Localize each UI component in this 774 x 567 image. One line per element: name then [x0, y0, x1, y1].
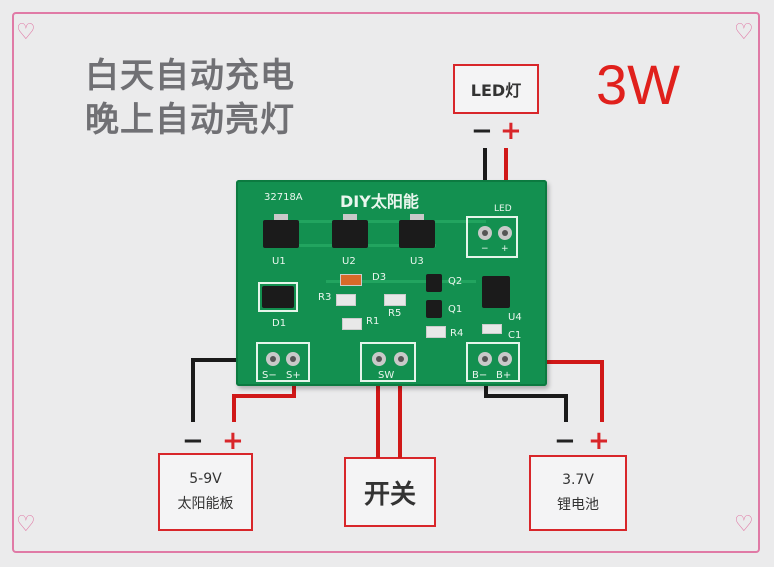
pink-frame — [12, 12, 760, 553]
q1-label: Q1 — [448, 304, 463, 315]
transistor-q1 — [426, 300, 442, 318]
r1-label: R1 — [366, 316, 380, 327]
s-plus-label: S+ — [286, 370, 301, 381]
switch-wire-right — [398, 360, 402, 458]
u3-label: U3 — [410, 256, 424, 267]
heart-icon-top-right: ♡ — [734, 20, 754, 45]
pcb-trace — [296, 220, 486, 223]
u1-pad — [274, 214, 288, 220]
switch-wire-left — [376, 360, 380, 458]
d3-label: D3 — [372, 272, 387, 283]
switch-connector-outline — [360, 342, 416, 382]
s-minus-label: S− — [262, 370, 277, 381]
ic-u4 — [482, 276, 510, 308]
r4-label: R4 — [450, 328, 464, 339]
resistor-r1 — [342, 318, 362, 330]
r5-label: R5 — [388, 308, 402, 319]
battery-connector-outline — [466, 342, 520, 382]
solar-black-wire-h — [191, 358, 271, 362]
transistor-q2 — [426, 274, 442, 292]
led-plus-sign: + — [500, 116, 522, 146]
solar-panel-box: 5-9V 太阳能板 — [158, 453, 253, 531]
led-minus-mark: − — [481, 244, 489, 254]
resistor-r3 — [336, 294, 356, 306]
b-plus-label: B+ — [496, 370, 512, 381]
c1-label: C1 — [508, 330, 522, 341]
battery-plus-sign: + — [588, 426, 610, 456]
u2-label: U2 — [342, 256, 356, 267]
q2-label: Q2 — [448, 276, 463, 287]
u2-pad — [343, 214, 357, 220]
switch-label: 开关 — [363, 479, 416, 510]
battery-black-wire-h — [484, 394, 568, 398]
solar-minus-sign: − — [182, 426, 204, 456]
d1-label: D1 — [272, 318, 287, 329]
solar-black-wire-v1 — [191, 358, 195, 422]
led-lamp-label: LED灯 — [470, 81, 522, 100]
regulator-u2 — [332, 220, 368, 248]
pcb-brand: DIY太阳能 — [340, 192, 419, 211]
solar-pin-plus — [286, 352, 300, 366]
solar-connector-outline — [256, 342, 310, 382]
battery-pin-plus — [498, 352, 512, 366]
led-minus-sign: − — [471, 116, 493, 146]
resistor-r4 — [426, 326, 446, 338]
battery-red-wire-v2 — [600, 360, 604, 422]
regulator-u1 — [263, 220, 299, 248]
solar-plus-sign: + — [222, 426, 244, 456]
diode-d1-outline — [258, 282, 298, 312]
led-lamp-box: LED灯 — [453, 64, 539, 114]
switch-connector-label: SW — [378, 370, 395, 381]
circuit-board: 32718A DIY太阳能 U1 U2 U3 LED − + D1 D3 R3 … — [236, 180, 547, 386]
u3-pad — [410, 214, 424, 220]
switch-box: 开关 — [344, 457, 436, 527]
power-rating: 3W — [596, 53, 680, 116]
solar-pin-minus — [266, 352, 280, 366]
solar-red-wire-h — [232, 394, 296, 398]
diode-d3 — [340, 274, 362, 286]
heart-icon-bottom-right: ♡ — [734, 512, 754, 537]
u4-label: U4 — [508, 312, 522, 323]
battery-box: 3.7V 锂电池 — [529, 455, 627, 531]
headline-line-1: 白天自动充电 — [85, 56, 295, 96]
b-minus-label: B− — [472, 370, 488, 381]
led-plus-mark: + — [501, 244, 509, 254]
switch-pin-2 — [394, 352, 408, 366]
headline-line-2: 晚上自动亮灯 — [85, 100, 295, 140]
u1-label: U1 — [272, 256, 286, 267]
battery-red-wire-h — [504, 360, 604, 364]
diode-d1 — [262, 286, 294, 308]
led-pin-minus — [478, 226, 492, 240]
solar-voltage: 5-9V — [189, 471, 222, 487]
led-connector-label: LED — [494, 204, 512, 214]
led-pin-plus — [498, 226, 512, 240]
battery-label: 锂电池 — [557, 497, 599, 513]
battery-black-wire-v2 — [564, 394, 568, 422]
capacitor-c1 — [482, 324, 502, 334]
heart-icon-bottom-left: ♡ — [16, 512, 36, 537]
switch-pin-1 — [372, 352, 386, 366]
pcb-model: 32718A — [264, 192, 303, 203]
solar-label: 太阳能板 — [177, 496, 234, 512]
regulator-u3 — [399, 220, 435, 248]
led-connector-outline — [466, 216, 518, 258]
pcb-trace — [326, 280, 476, 283]
battery-voltage: 3.7V — [562, 472, 594, 488]
battery-pin-minus — [478, 352, 492, 366]
solar-red-wire-v1 — [232, 394, 236, 422]
r3-label: R3 — [318, 292, 332, 303]
battery-minus-sign: − — [554, 426, 576, 456]
heart-icon-top-left: ♡ — [16, 20, 36, 45]
resistor-center — [384, 294, 406, 306]
